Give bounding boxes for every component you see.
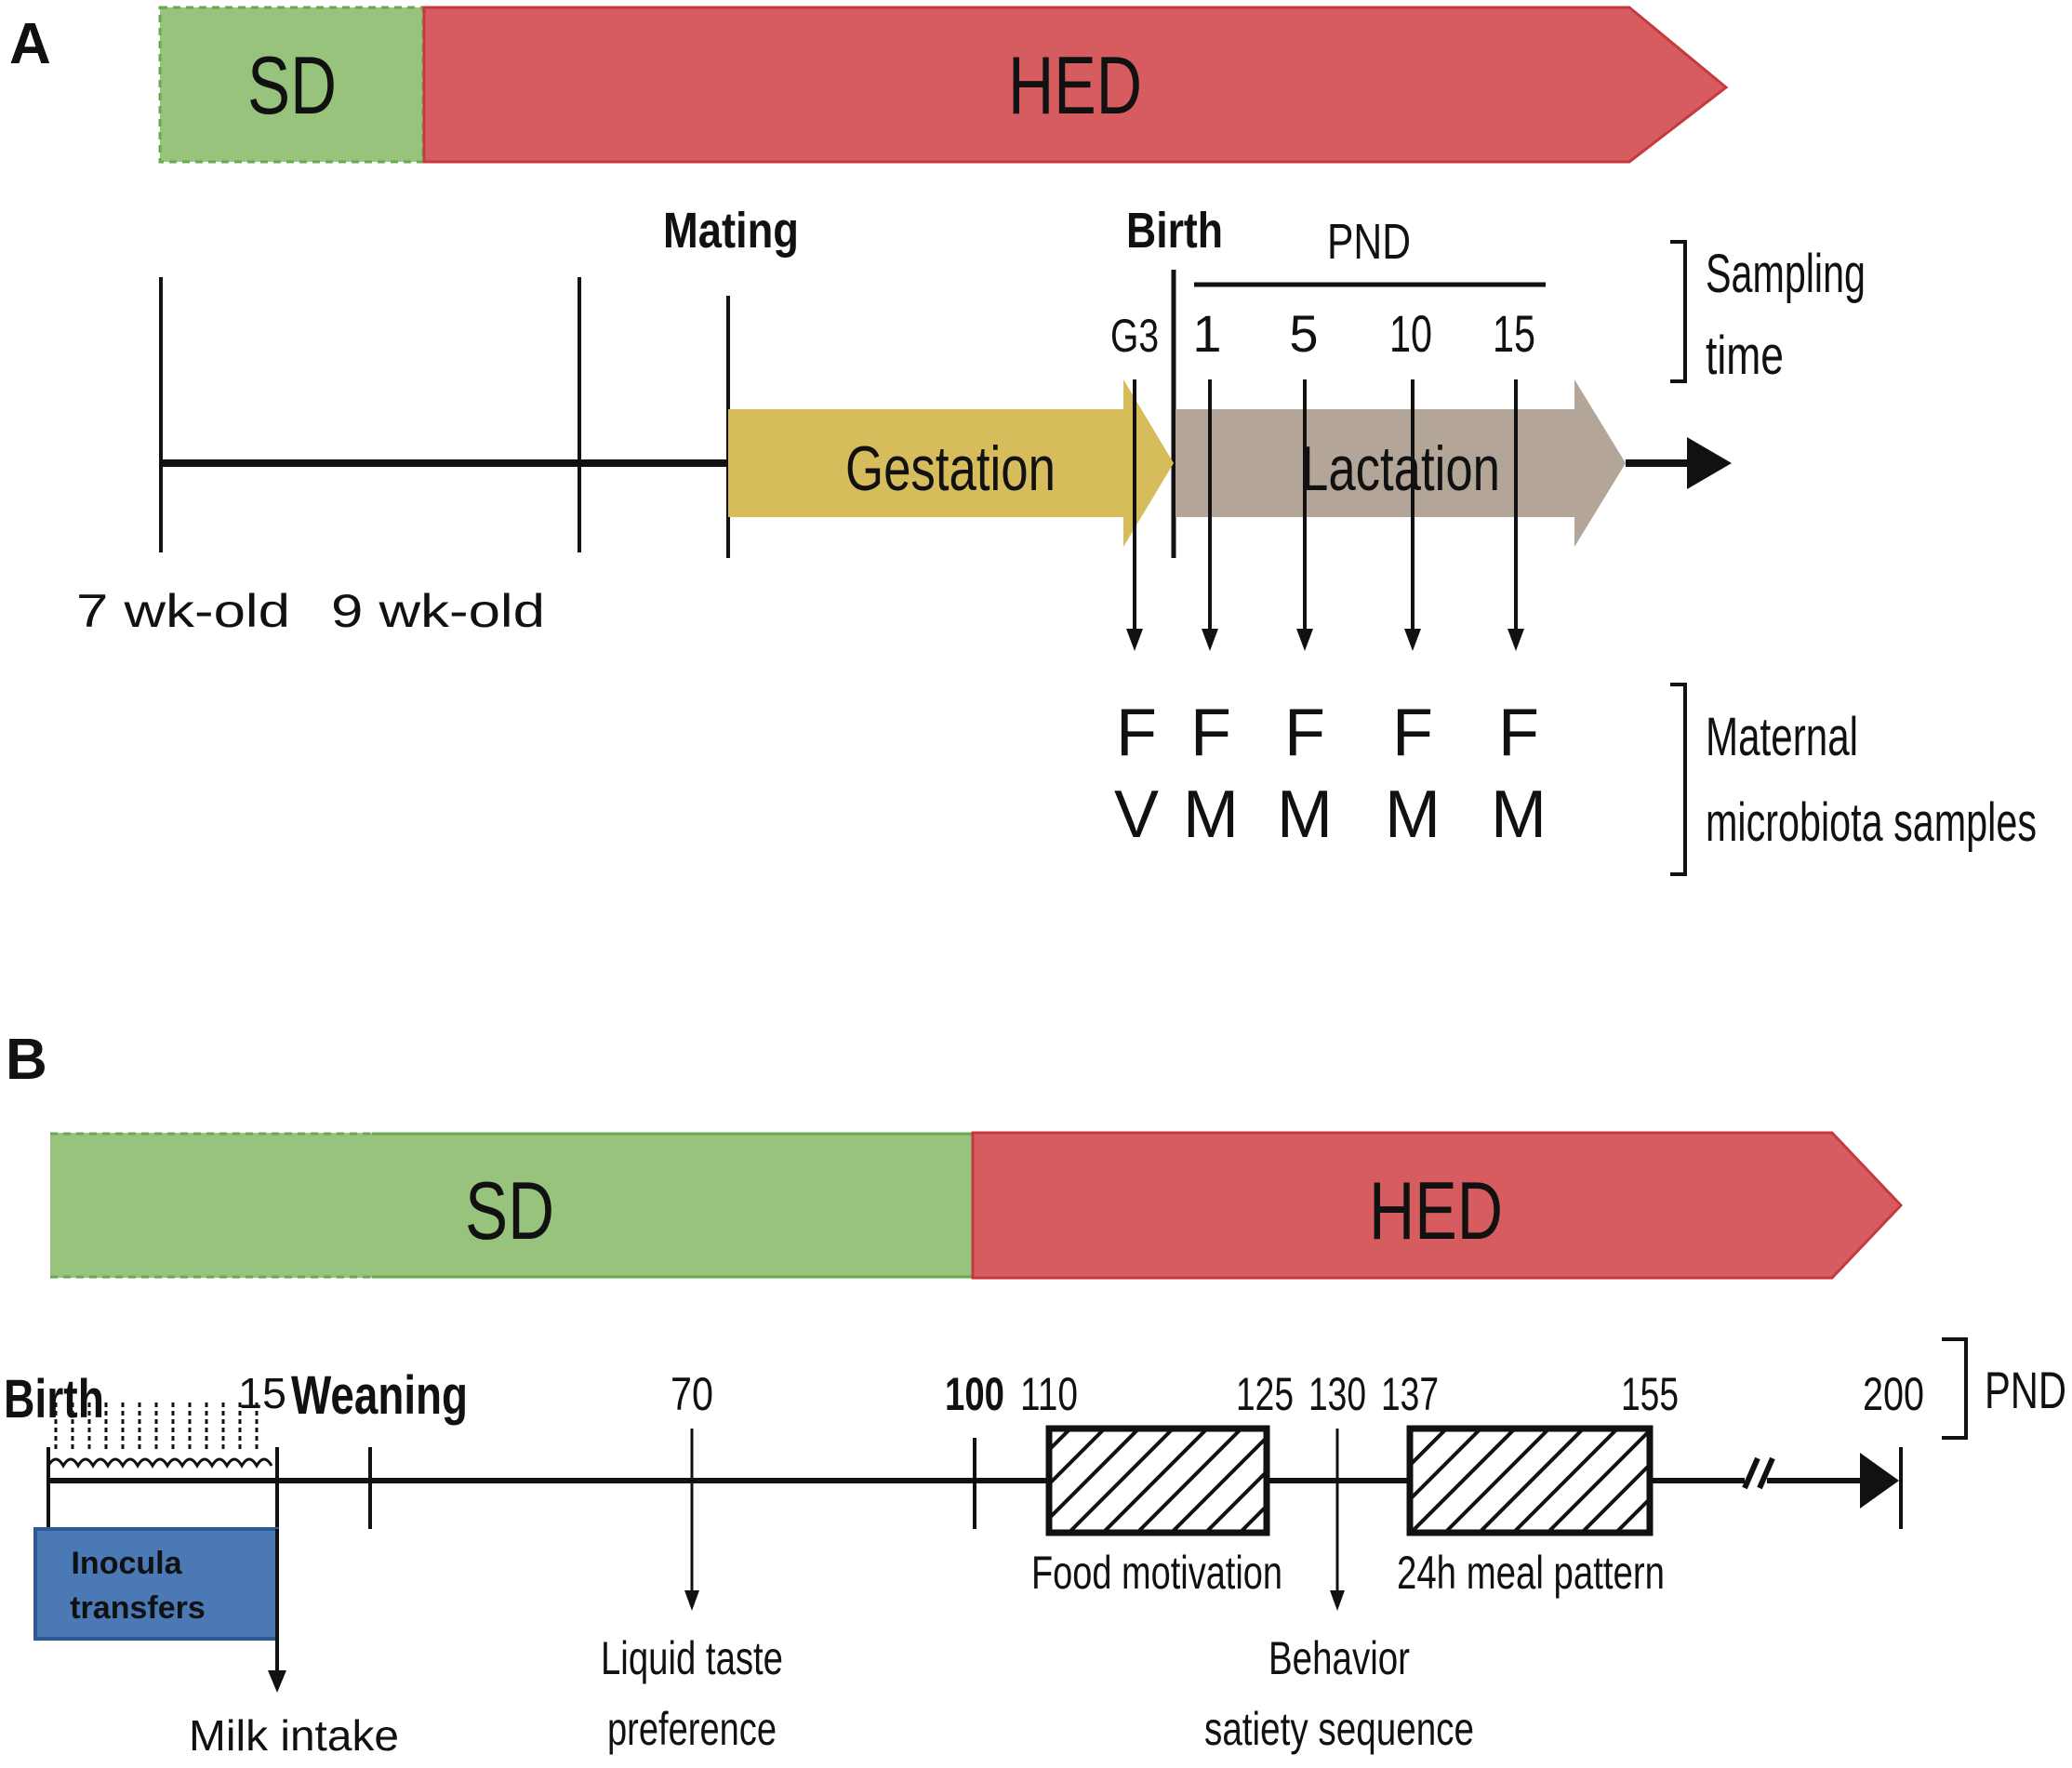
- food-motivation-period: [1045, 1425, 1270, 1536]
- age-9wk: 9 wk-old: [331, 585, 545, 637]
- liquid-taste-label-1: Liquid taste: [601, 1632, 783, 1684]
- sampling-time-1: 1: [1192, 304, 1221, 363]
- liquid-taste-label-2: preference: [607, 1703, 777, 1755]
- sample-g3-line1: F: [1116, 696, 1157, 770]
- milk-intake-arrowhead: [268, 1670, 286, 1693]
- maternal-bracket: [1670, 683, 1687, 876]
- sd-bar-b: [50, 1133, 973, 1278]
- hed-arrow-b: [971, 1131, 1904, 1280]
- pnd-label-a: PND: [1327, 214, 1411, 270]
- tick-label-137: 137: [1381, 1368, 1439, 1420]
- gestation-label: Gestation: [845, 433, 1056, 504]
- age-7wk: 7 wk-old: [76, 585, 290, 637]
- sample-g3-line2: V: [1114, 778, 1159, 852]
- tick-label-155: 155: [1621, 1368, 1679, 1420]
- behavior-arrowhead: [1330, 1590, 1345, 1611]
- mating-label: Mating: [663, 203, 799, 259]
- pnd-label-b: PND: [1985, 1361, 2066, 1419]
- inocula-daily-marks: [46, 1457, 273, 1469]
- gestation-arrow: [728, 379, 1174, 547]
- sampling-time-5: 5: [1289, 304, 1318, 363]
- liquid-taste-arrowhead: [684, 1590, 699, 1611]
- sd-bar-a: [158, 6, 425, 164]
- timeline-arrowhead-a: [1687, 437, 1732, 489]
- sample-pnd5-line2: M: [1277, 778, 1333, 852]
- sample-pnd1-line1: F: [1190, 696, 1231, 770]
- sampling-time-15: 15: [1493, 304, 1535, 363]
- sampling-time-label-1: Sampling: [1706, 244, 1866, 304]
- sample-pnd10-line2: M: [1385, 778, 1441, 852]
- axis-break: [1742, 1456, 1775, 1490]
- tick-label-100: 100: [945, 1368, 1004, 1420]
- milk-intake-label: Milk intake: [189, 1711, 399, 1760]
- lactation-arrow: [1175, 379, 1626, 547]
- maternal-label-2: microbiota samples: [1706, 792, 2037, 853]
- sd-label-b: SD: [465, 1164, 554, 1256]
- sample-pnd10-line1: F: [1392, 696, 1433, 770]
- sd-label-a: SD: [247, 39, 337, 131]
- weaning-label: Weaning: [291, 1365, 468, 1426]
- tick-label-125: 125: [1236, 1368, 1294, 1420]
- birth-label-b: Birth: [4, 1369, 104, 1429]
- panel-b-label: B: [6, 1028, 47, 1092]
- sample-pnd15-line2: M: [1491, 778, 1547, 852]
- birth-label-a: Birth: [1126, 203, 1223, 259]
- tick-label-110: 110: [1020, 1368, 1078, 1420]
- hed-label-a: HED: [1008, 39, 1142, 131]
- sample-pnd1-line2: M: [1183, 778, 1239, 852]
- sampling-time-10: 10: [1389, 304, 1432, 363]
- meal-pattern-label: 24h meal pattern: [1397, 1547, 1665, 1599]
- pnd-bracket: [1942, 1337, 1968, 1440]
- inocula-transfers-box: [33, 1527, 279, 1641]
- tick-label-200: 200: [1863, 1368, 1924, 1420]
- inocula-label-2: transfers: [70, 1590, 206, 1626]
- sampling-arrows: [1133, 379, 1518, 632]
- food-motivation-label: Food motivation: [1031, 1547, 1282, 1599]
- sampling-time-label-2: time: [1706, 326, 1784, 386]
- tick-label-130: 130: [1308, 1368, 1366, 1420]
- hed-arrow-a: [422, 6, 1729, 164]
- behavior-label-2: satiety sequence: [1204, 1703, 1474, 1755]
- timeline-arrowhead-b: [1860, 1453, 1899, 1509]
- tick-label-15: 15: [238, 1369, 286, 1417]
- sampling-arrowheads: [1126, 629, 1524, 651]
- sampling-time-g3: G3: [1110, 310, 1159, 362]
- hed-label-b: HED: [1369, 1164, 1503, 1256]
- sampling-time-bracket: [1670, 240, 1687, 383]
- tick-label-70: 70: [671, 1368, 713, 1420]
- inocula-label-1: Inocula: [71, 1546, 182, 1581]
- maternal-label-1: Maternal: [1706, 707, 1858, 767]
- behavior-label-1: Behavior: [1268, 1632, 1410, 1684]
- meal-pattern-period: [1406, 1425, 1654, 1536]
- panel-a-label: A: [9, 12, 51, 76]
- lactation-label: Lactation: [1301, 433, 1500, 504]
- sample-pnd15-line1: F: [1498, 696, 1539, 770]
- sample-pnd5-line1: F: [1284, 696, 1325, 770]
